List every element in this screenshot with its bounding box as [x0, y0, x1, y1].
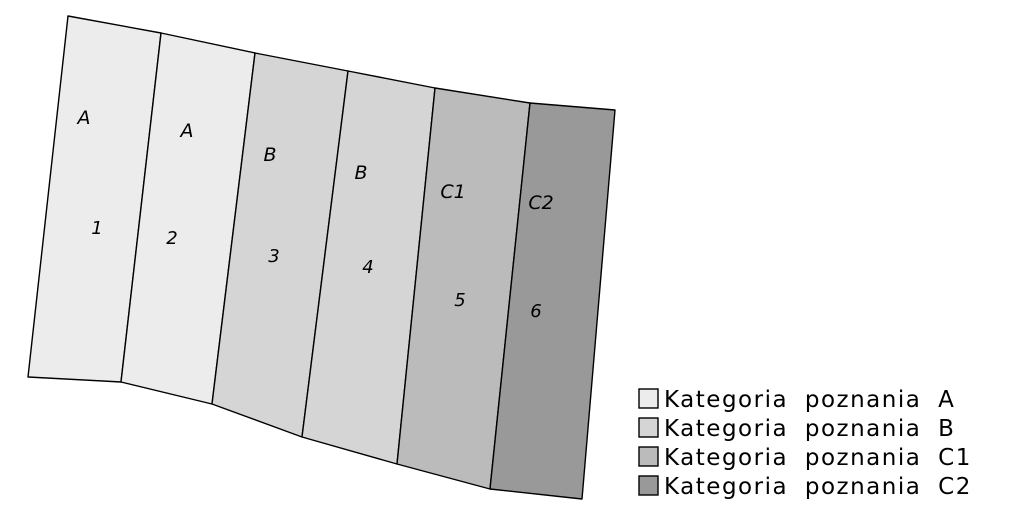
legend-label-b: Kategoria poznania B [664, 416, 955, 442]
block-3-number-label: 3 [268, 246, 279, 267]
block-1-number-label: 1 [91, 218, 102, 239]
legend-item-a: Kategoria poznania A [638, 387, 955, 413]
legend-item-c2: Kategoria poznania C2 [638, 474, 972, 500]
block-1-category-label: A [76, 107, 91, 129]
labels-layer: A 1 A 2 B 3 B 4 C1 5 C2 6 [76, 107, 554, 322]
block-4-category-label: B [354, 162, 367, 184]
block-5-category-label: C1 [440, 181, 465, 203]
block-6 [489, 102, 616, 500]
legend-item-c1: Kategoria poznania C1 [638, 445, 972, 471]
block-4-number-label: 4 [362, 257, 373, 278]
legend-swatch-c2 [638, 475, 659, 496]
legend-swatch-a [638, 388, 659, 409]
legend-label-c1: Kategoria poznania C1 [664, 445, 972, 471]
block-2-number-label: 2 [166, 228, 177, 249]
block-2-category-label: A [179, 120, 194, 142]
block-6-category-label: C2 [528, 192, 553, 214]
legend-label-c2: Kategoria poznania C2 [664, 474, 972, 500]
blocks-layer [27, 15, 616, 500]
block-3-category-label: B [263, 144, 276, 166]
legend: Kategoria poznania A Kategoria poznania B… [638, 387, 972, 500]
block-5-number-label: 5 [454, 290, 465, 311]
legend-swatch-c1 [638, 446, 659, 467]
legend-label-a: Kategoria poznania A [664, 387, 955, 413]
legend-swatch-b [638, 417, 659, 438]
legend-item-b: Kategoria poznania B [638, 416, 955, 442]
block-6-number-label: 6 [530, 301, 541, 322]
